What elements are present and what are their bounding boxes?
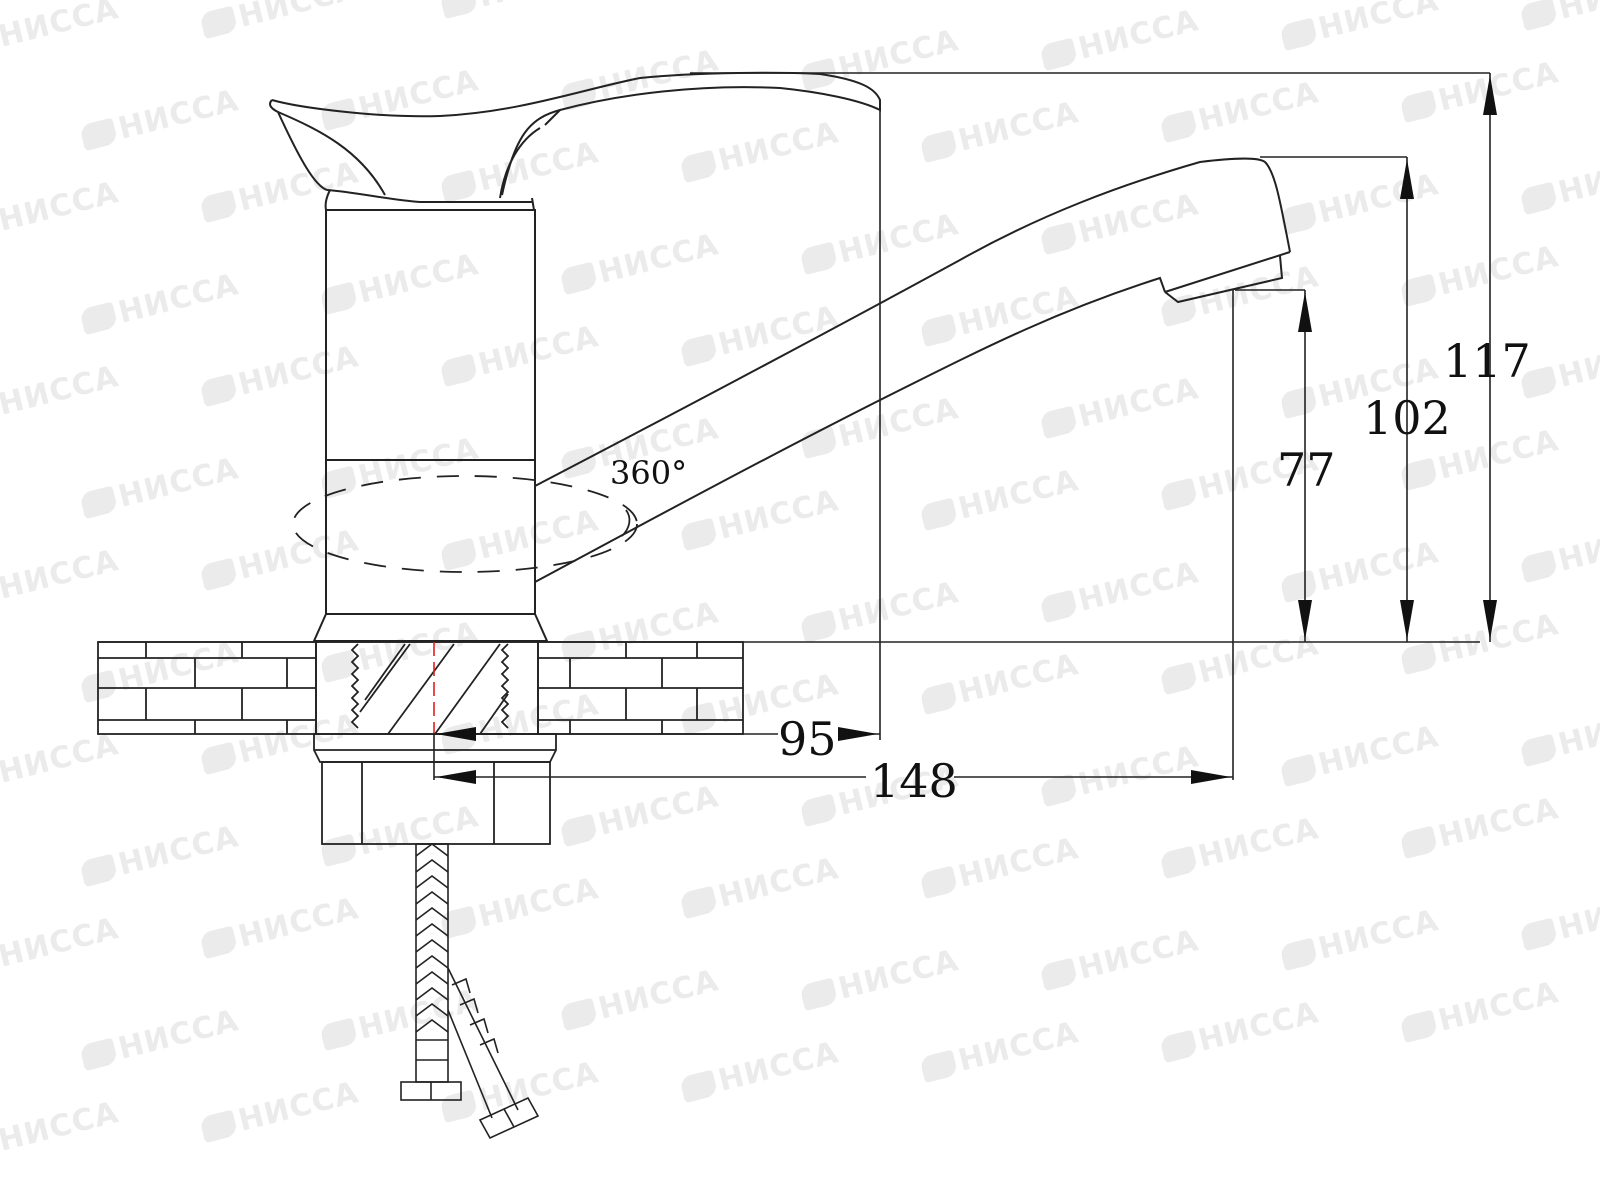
faucet-body — [312, 100, 881, 740]
dimension-height-outlet: 77 — [1277, 443, 1336, 497]
dimension-lines-vertical — [690, 72, 1497, 780]
dimension-reach-spout: 148 — [870, 754, 958, 808]
dimension-lines-horizontal — [433, 727, 1233, 784]
lever-handle — [269, 71, 881, 211]
flexible-hoses — [400, 843, 540, 1140]
dimension-height-total: 117 — [1443, 334, 1531, 388]
swivel-indicator — [292, 475, 638, 573]
dimension-height-spout-top: 102 — [1363, 391, 1451, 445]
spout — [534, 157, 1291, 583]
dimension-reach-body: 95 — [778, 712, 837, 766]
swivel-angle-label: 360° — [610, 454, 688, 492]
mounting-nut — [313, 733, 557, 845]
threaded-shank — [315, 641, 539, 735]
